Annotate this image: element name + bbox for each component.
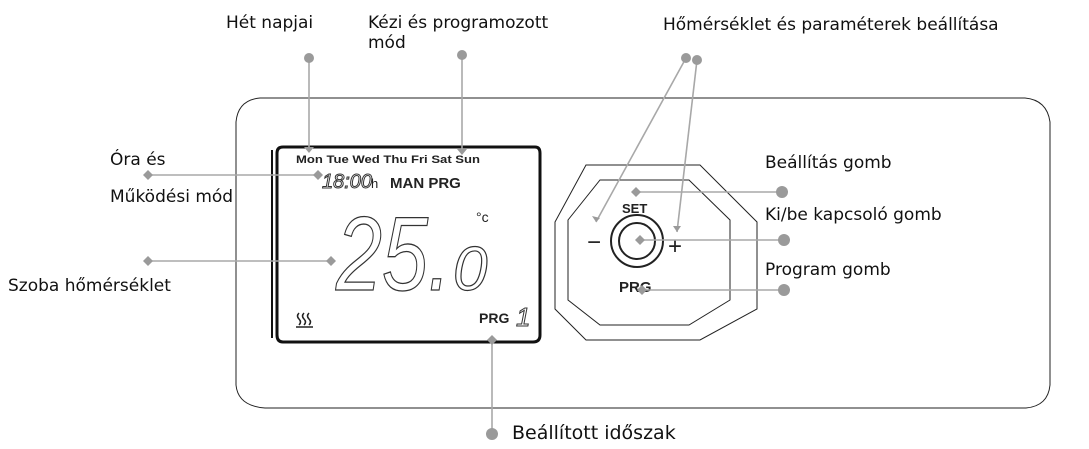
- label-clock-line1: Óra és: [110, 150, 166, 170]
- keypad-octagon-outer: [554, 164, 758, 341]
- leader-minus: [595, 57, 687, 223]
- lcd-day-row: Mon Tue Wed Thu Fri Sat Sun: [296, 154, 480, 166]
- lcd-unit: °c: [476, 209, 489, 225]
- leader-markers: [143, 147, 681, 345]
- set-button[interactable]: SET: [622, 201, 647, 216]
- keypad-octagon-inner: [567, 179, 731, 326]
- lcd-period: 1: [516, 302, 530, 332]
- lcd-temperature: 25.: [335, 196, 451, 313]
- label-room-temp: Szoba hőmérséklet: [8, 276, 171, 296]
- leader-dots: [304, 50, 790, 440]
- label-program-button: Program gomb: [765, 260, 891, 280]
- plus-button[interactable]: +: [668, 233, 682, 260]
- label-week-days: Hét napjai: [226, 13, 314, 33]
- label-temp-params: Hőmérséklet és paraméterek beállítása: [663, 15, 999, 35]
- leader-lines: [148, 56, 784, 430]
- lcd-clock: 18:00: [322, 171, 372, 193]
- power-button-outer[interactable]: [610, 214, 664, 268]
- lcd-screen: [275, 145, 542, 344]
- prg-button[interactable]: PRG: [619, 279, 652, 296]
- lcd-hour-unit: h: [371, 176, 378, 191]
- heating-icon: [296, 312, 313, 328]
- minus-button[interactable]: −: [587, 229, 601, 256]
- power-button-inner[interactable]: [618, 222, 656, 260]
- lcd-mode: MAN PRG: [390, 175, 461, 192]
- device-housing: [235, 97, 1051, 409]
- label-set-period: Beállított időszak: [512, 422, 676, 444]
- lcd-program-label: PRG: [479, 310, 509, 326]
- label-mode-line1: Kézi és programozott: [368, 13, 549, 33]
- lcd-temperature-decimal: 0: [453, 235, 487, 304]
- label-power-button: Ki/be kapcsoló gomb: [765, 205, 942, 225]
- label-clock-line2: Működési mód: [110, 187, 234, 207]
- label-set-button: Beállítás gomb: [765, 153, 892, 173]
- leader-plus: [676, 59, 698, 233]
- label-mode-line2: mód: [368, 33, 406, 53]
